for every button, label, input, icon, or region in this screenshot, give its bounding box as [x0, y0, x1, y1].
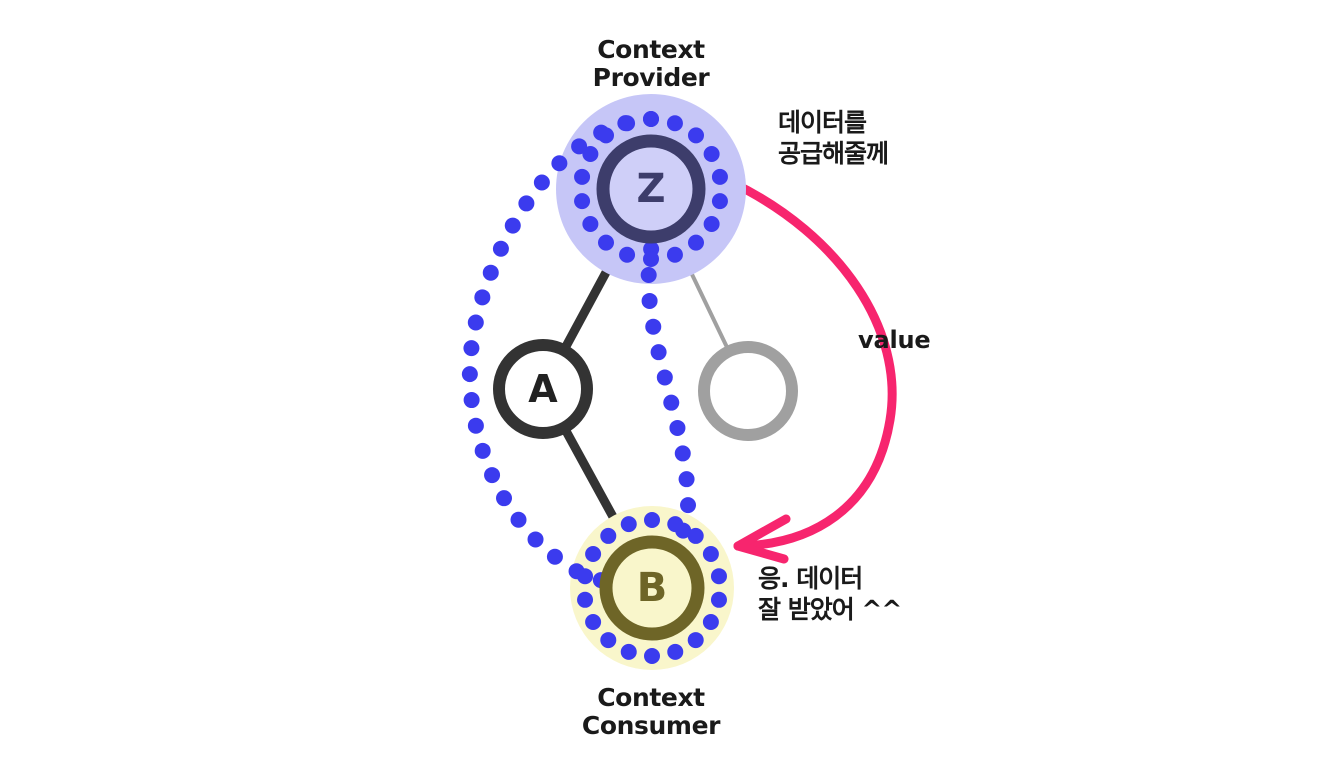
node-letter-z: Z	[636, 166, 665, 212]
scope-dot	[527, 531, 544, 548]
node-circle-z[interactable]	[596, 134, 706, 244]
consumer-speech-line2: 잘 받았어 ^^	[758, 594, 902, 624]
value-edge-label: value	[858, 326, 931, 354]
scope-dot	[640, 266, 657, 283]
scope-dot	[474, 289, 491, 306]
node-ring-dot-b	[577, 568, 594, 585]
node-ring-dot-b	[600, 632, 617, 649]
scope-dot	[680, 497, 697, 514]
scope-dot	[656, 369, 673, 386]
node-ring-dot-z	[643, 111, 659, 127]
value-arrow-head	[733, 514, 791, 564]
node-ring-dot-b	[620, 516, 637, 533]
node-letter-b: B	[637, 565, 668, 611]
node-ring-dot-z	[582, 216, 599, 232]
scope-dot	[510, 511, 527, 528]
scope-dot	[571, 138, 588, 155]
node-ring-dot-z	[574, 168, 591, 185]
node-ring-dot-b	[702, 546, 719, 562]
node-layer: Z A B	[493, 134, 798, 641]
value-arrow-curve	[728, 178, 897, 551]
node-ring-dot-z	[582, 146, 599, 162]
node-ring-dot-b	[687, 632, 704, 649]
node-ring-dot-z	[619, 115, 636, 132]
node-ring-dot-b	[667, 643, 684, 660]
context-consumer-label-line1: Context	[597, 683, 705, 712]
node-ring-dot-b	[710, 568, 727, 585]
context-provider-label-line1: Context	[597, 35, 705, 64]
scope-dot	[641, 292, 658, 309]
scope-dot	[546, 548, 563, 565]
node-ring-dot-b	[585, 546, 602, 562]
node-letter-a: A	[528, 367, 558, 411]
node-ring-dot-b	[577, 591, 594, 608]
node-circle-b[interactable]	[599, 535, 705, 641]
node-ring-dot-b	[710, 591, 727, 608]
scope-dot	[463, 340, 480, 357]
scope-dot	[551, 155, 568, 172]
scope-dot	[674, 445, 691, 462]
node-ring-dot-b	[644, 512, 660, 528]
node-ring-dot-z	[711, 168, 728, 185]
scope-dot	[474, 442, 491, 459]
scope-dot	[484, 467, 501, 484]
scope-dot	[669, 419, 686, 436]
scope-dot	[463, 392, 480, 409]
scope-dot	[518, 195, 535, 212]
consumer-speech-line1: 응. 데이터	[758, 564, 863, 593]
scope-dot	[650, 344, 667, 361]
node-ring-dot-z	[643, 251, 659, 267]
node-ring-dot-b	[667, 516, 684, 533]
node-dot-ring-layer	[574, 111, 728, 664]
node-ring-dot-z	[666, 246, 683, 263]
node-ring-dot-z	[711, 193, 728, 210]
provider-speech-line2: 공급해줄께	[778, 138, 889, 168]
scope-dot	[467, 417, 484, 434]
node-ring-dot-z	[574, 193, 591, 210]
scope-dot	[645, 318, 662, 335]
node-ring-dot-b	[644, 648, 660, 664]
node-circle-g[interactable]	[698, 341, 798, 441]
scope-dot	[496, 490, 513, 507]
scope-dot	[461, 366, 478, 383]
scope-dot	[492, 240, 509, 257]
node-ring-dot-z	[687, 234, 704, 251]
scope-dot	[504, 217, 521, 234]
context-provider-label-line2: Provider	[592, 63, 710, 92]
scope-dot	[678, 471, 695, 488]
node-ring-dot-b	[687, 527, 704, 544]
node-ring-dot-z	[703, 146, 720, 162]
provider-speech-line1: 데이터를	[778, 108, 867, 137]
node-ring-dot-b	[600, 527, 617, 544]
node-ring-dot-z	[703, 216, 720, 232]
scope-dot	[663, 394, 680, 411]
node-circle-a[interactable]	[493, 339, 593, 439]
node-ring-dot-z	[666, 115, 683, 132]
scope-dot	[533, 174, 550, 191]
node-ring-dot-b	[585, 614, 602, 630]
node-ring-dot-z	[598, 234, 615, 251]
context-consumer-label-line2: Consumer	[581, 711, 721, 740]
node-ring-dot-z	[598, 127, 615, 144]
node-ring-dot-b	[620, 643, 637, 660]
scope-dot	[467, 314, 484, 331]
scope-dot	[482, 264, 499, 281]
context-value-arrow	[728, 178, 897, 564]
node-ring-dot-b	[702, 614, 719, 630]
node-ring-dot-z	[619, 246, 636, 263]
node-ring-dot-z	[687, 127, 704, 144]
